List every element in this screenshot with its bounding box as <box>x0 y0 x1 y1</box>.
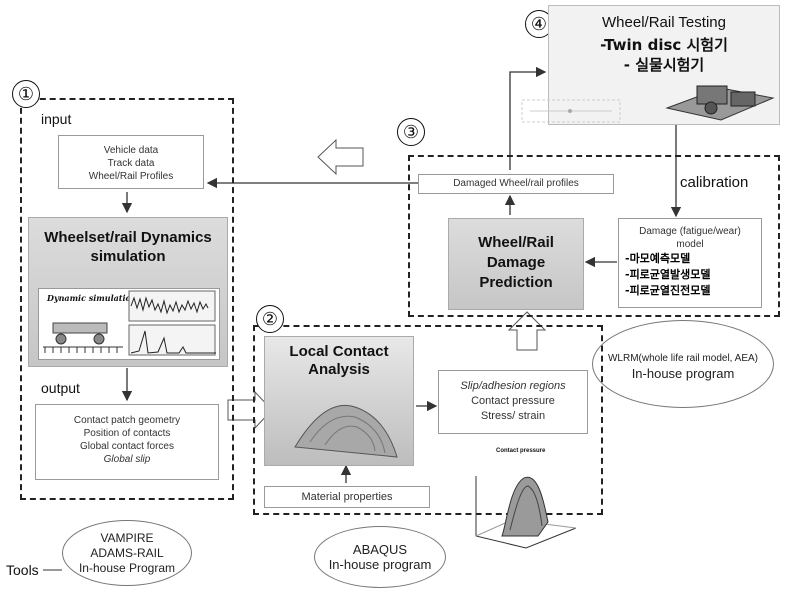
input-line-3: Wheel/Rail Profiles <box>88 171 174 182</box>
damage-model-line-2: model <box>676 239 704 250</box>
tools-line-3: In-house Program <box>78 561 176 575</box>
wlrm-line-1: WLRM(whole life rail model, AEA) <box>607 353 759 364</box>
section-1-border <box>20 98 234 500</box>
sim-plot-icon <box>43 290 216 356</box>
damage-model-kr-1: -마모예측모델 <box>625 252 691 265</box>
testing-line-2: - 실물시험기 <box>623 56 705 74</box>
result-line-2: Contact pressure <box>471 395 555 407</box>
results-box: Slip/adhesion regions Contact pressure S… <box>438 370 588 434</box>
sim-title-2: simulation <box>90 248 166 265</box>
contact-pressure-plot: Contact pressure <box>466 448 580 554</box>
damage-model-box: Damage (fatigue/wear) model -마모예측모델 -피로균… <box>618 218 762 308</box>
testing-line-1: -Twin disc 시험기 <box>600 36 728 54</box>
tools-line-2: ADAMS-RAIL <box>90 546 164 560</box>
hollow-arrow-left <box>317 138 364 176</box>
marker-1: ① <box>12 80 40 108</box>
output-line-4: Global slip <box>103 454 151 465</box>
marker-3: ③ <box>397 118 425 146</box>
contact-mesh-icon <box>294 404 398 458</box>
tools-line-1: VAMPIRE <box>100 531 154 545</box>
damaged-profiles-box: Damaged Wheel/rail profiles <box>418 174 614 194</box>
output-label: output <box>41 380 80 396</box>
hollow-arrow-up <box>507 311 547 351</box>
prediction-line-3: Prediction <box>479 274 553 291</box>
tools-ellipse: VAMPIRE ADAMS-RAIL In-house Program <box>62 520 192 586</box>
prediction-line-1: Wheel/Rail <box>478 234 554 251</box>
damaged-profiles-label: Damaged Wheel/rail profiles <box>453 178 579 189</box>
test-rig-icon <box>665 85 775 121</box>
input-line-1: Vehicle data <box>103 145 159 156</box>
local-contact-title-2: Analysis <box>308 361 370 378</box>
local-contact-title-1: Local Contact <box>289 343 389 360</box>
section-2-border <box>253 325 603 515</box>
section-3-border <box>408 155 780 317</box>
arrow-profiles-to-testing <box>509 66 547 170</box>
output-line-3: Global contact forces <box>80 441 174 452</box>
input-line-2: Track data <box>107 158 155 169</box>
sim-title-1: Wheelset/rail Dynamics <box>44 229 212 246</box>
abaqus-line-2: In-house program <box>328 557 432 572</box>
wlrm-line-2: In-house program <box>631 366 735 381</box>
abaqus-line-1: ABAQUS <box>352 542 408 557</box>
tools-label: Tools <box>6 562 39 578</box>
result-line-1: Slip/adhesion regions <box>460 380 566 392</box>
prediction-line-2: Damage <box>486 254 546 271</box>
output-line-2: Position of contacts <box>83 428 171 439</box>
faint-diagram-strip <box>521 99 621 123</box>
marker-2: ② <box>256 305 284 333</box>
testing-panel: Wheel/Rail Testing -Twin disc 시험기 - 실물시험… <box>548 5 780 125</box>
simulation-image: Dynamic simulation <box>38 288 220 360</box>
material-label: Material properties <box>301 491 393 503</box>
input-label: input <box>41 111 72 127</box>
sim-caption: Dynamic simulation <box>47 293 137 303</box>
wlrm-ellipse: WLRM(whole life rail model, AEA) In-hous… <box>592 320 774 408</box>
damage-model-line-1: Damage (fatigue/wear) <box>639 226 741 237</box>
local-contact-box: Local Contact Analysis <box>264 336 414 466</box>
testing-title: Wheel/Rail Testing <box>602 14 726 31</box>
damage-model-kr-2: -피로균열발생모델 <box>625 268 711 281</box>
result-line-3: Stress/ strain <box>480 410 546 422</box>
damage-prediction-box: Wheel/Rail Damage Prediction <box>448 218 584 310</box>
pressure-surface-icon <box>475 476 577 549</box>
plot-title: Contact pressure <box>496 448 546 454</box>
output-line-1: Contact patch geometry <box>73 415 181 426</box>
input-box: Vehicle data Track data Wheel/Rail Profi… <box>58 135 204 189</box>
damage-model-kr-3: -피로균열진전모델 <box>625 284 711 297</box>
material-box: Material properties <box>264 486 430 508</box>
calibration-label: calibration <box>680 174 749 191</box>
abaqus-ellipse: ABAQUS In-house program <box>314 526 446 588</box>
output-box: Contact patch geometry Position of conta… <box>35 404 219 480</box>
